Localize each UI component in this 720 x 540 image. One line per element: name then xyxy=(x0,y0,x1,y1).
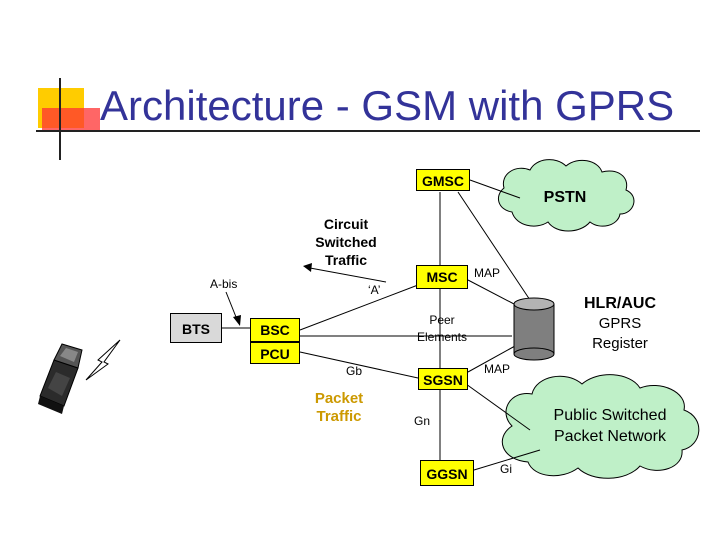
pstn-cloud-shape xyxy=(497,159,635,232)
hlr-database-icon xyxy=(513,297,555,361)
pcu-node[interactable]: PCU xyxy=(250,342,300,364)
hlr-auc-label: HLR/AUC xyxy=(584,295,656,312)
gn-label: Gn xyxy=(414,414,431,428)
gb-label: Gb xyxy=(346,364,363,378)
msc-node[interactable]: MSC xyxy=(416,265,468,289)
link-ggsn-packet-network xyxy=(473,449,541,471)
pstn-label: PSTN xyxy=(543,189,587,206)
ggsn-node[interactable]: GGSN xyxy=(420,460,474,486)
map-bottom-label: MAP xyxy=(484,362,511,376)
packet-label: Packet xyxy=(314,390,364,407)
link-msc-bsc xyxy=(299,284,419,331)
packet-network-label: Packet Network xyxy=(553,428,667,445)
peer-label: Peer xyxy=(429,313,455,327)
map-top-label: MAP xyxy=(474,266,501,280)
sgsn-node[interactable]: SGSN xyxy=(418,368,468,390)
a-interface-label: ‘A’ xyxy=(368,283,381,297)
bts-node[interactable]: BTS xyxy=(170,313,222,343)
circuit-label: Circuit xyxy=(323,216,369,232)
gprs-label: GPRS xyxy=(598,315,642,332)
radio-link-icon xyxy=(85,339,121,381)
link-msc-hlr xyxy=(467,279,515,305)
packet-network-cloud-shape xyxy=(501,374,700,479)
switched-label: Switched xyxy=(315,234,377,250)
a-interface-arrow-line xyxy=(309,267,387,283)
link-gmsc-pstn xyxy=(469,179,521,199)
gi-label: Gi xyxy=(500,462,512,476)
link-sgsn-packet-network xyxy=(465,383,531,431)
link-sgsn-hlr xyxy=(467,345,516,373)
public-switched-label: Public Switched xyxy=(553,407,667,424)
register-label: Register xyxy=(592,335,648,352)
a-interface-arrow-head xyxy=(303,263,312,272)
link-gmsc-hlr xyxy=(457,191,531,301)
mobile-phone-icon xyxy=(38,343,83,414)
elements-label: Elements xyxy=(416,330,468,344)
slide-title: Architecture - GSM with GPRS xyxy=(100,82,675,129)
bsc-node[interactable]: BSC xyxy=(250,318,300,342)
a-bis-label: A-bis xyxy=(210,277,238,291)
abis-arrow-head xyxy=(233,315,241,326)
gmsc-node[interactable]: GMSC xyxy=(416,169,470,191)
link-pcu-sgsn xyxy=(299,351,419,379)
traffic-label: Traffic xyxy=(324,252,367,268)
packet-traffic-label: Traffic xyxy=(316,408,362,425)
title-deco-red xyxy=(42,108,100,132)
